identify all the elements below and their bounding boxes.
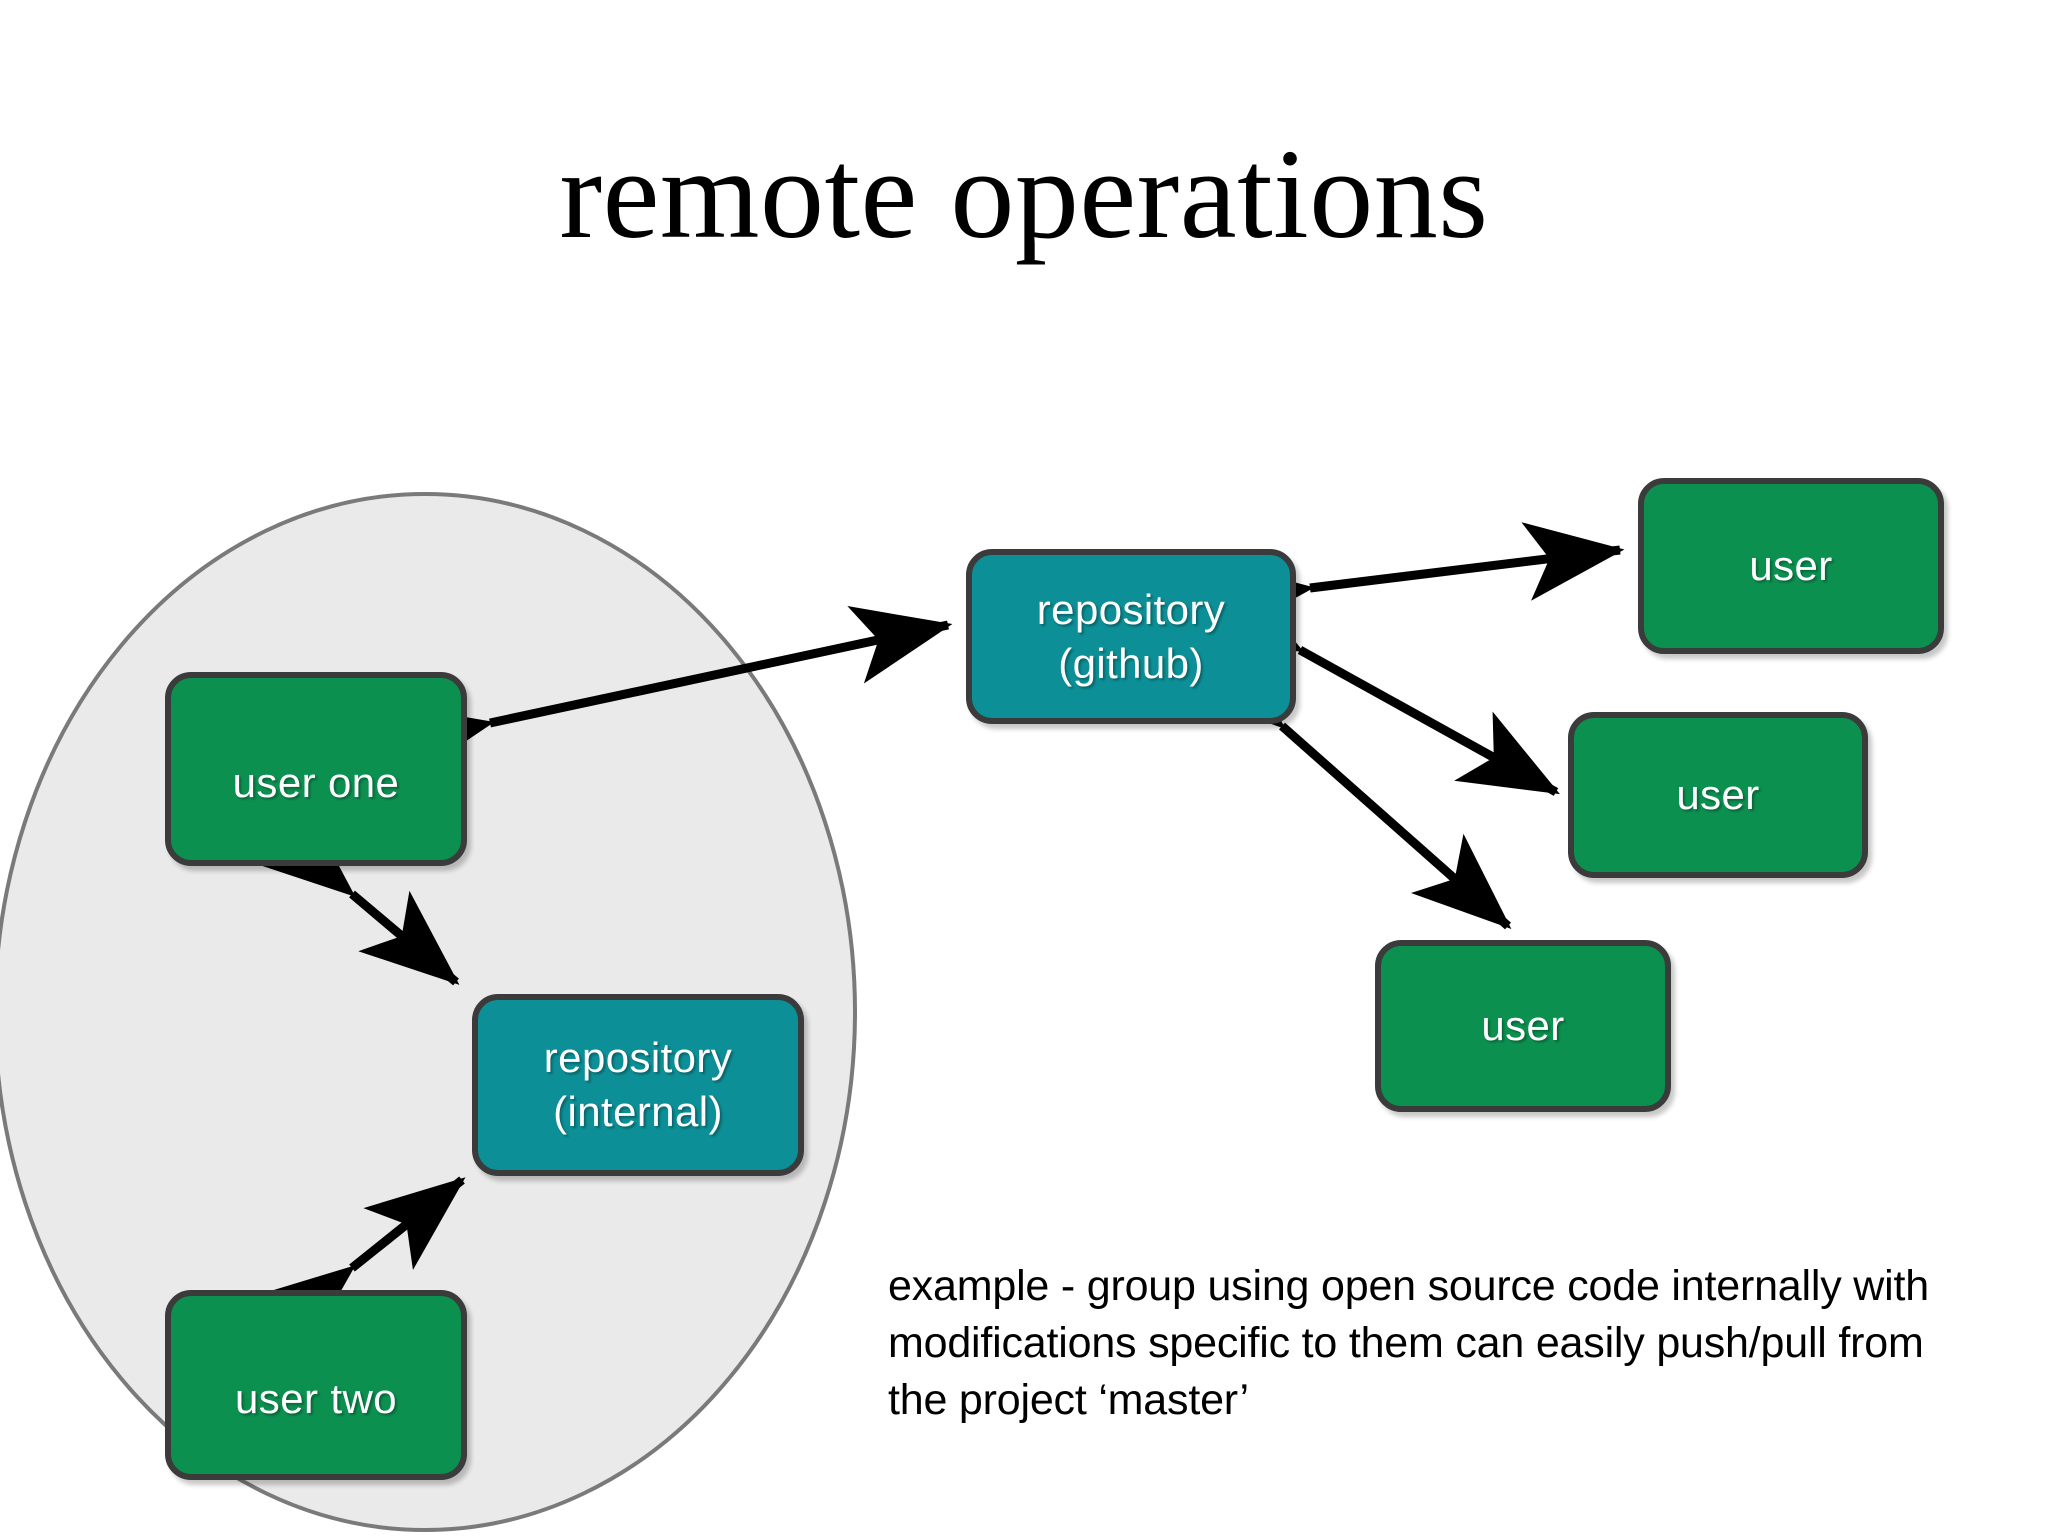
connector-repo-github-user-a	[1211, 522, 1625, 639]
node-user-b[interactable]: user	[1568, 712, 1868, 878]
connector-user-two-repo-internal	[253, 1176, 466, 1358]
node-user-one[interactable]: user one	[165, 672, 467, 866]
caption-block: example - group using open source code i…	[888, 1258, 2008, 1428]
node-user-c-label: user	[1481, 1002, 1565, 1050]
node-user-two[interactable]: user two	[165, 1290, 467, 1480]
node-repository-github-line2: (github)	[1058, 639, 1204, 687]
node-user-b-label: user	[1676, 771, 1760, 819]
node-repository-internal-label: repository (internal)	[534, 1031, 742, 1139]
node-repository-internal-line2: (internal)	[553, 1088, 723, 1135]
connector-repo-github-user-c	[1184, 633, 1512, 930]
caption-line-1: example - group using open source code i…	[888, 1262, 1929, 1310]
node-user-two-label: user two	[235, 1375, 397, 1423]
node-repository-internal-line1: repository	[543, 1034, 733, 1082]
node-user-one-label: user one	[232, 759, 400, 807]
connector-user-one-repo-internal	[254, 802, 460, 986]
connector-user-one-repo-github	[389, 606, 953, 782]
caption-line-2: modifications specific to them can easil…	[888, 1318, 1924, 1367]
node-repository-github-label: repository (github)	[1027, 583, 1235, 691]
node-user-a-label: user	[1749, 542, 1833, 590]
caption-line-3: the project ‘master’	[888, 1375, 1249, 1424]
node-user-c[interactable]: user	[1375, 940, 1671, 1112]
node-repository-internal[interactable]: repository (internal)	[472, 994, 804, 1176]
node-repository-github-line1: repository	[1036, 585, 1226, 633]
page-title: remote operations	[559, 123, 1489, 265]
node-repository-github[interactable]: repository (github)	[966, 549, 1296, 724]
node-user-a[interactable]: user	[1638, 478, 1944, 654]
